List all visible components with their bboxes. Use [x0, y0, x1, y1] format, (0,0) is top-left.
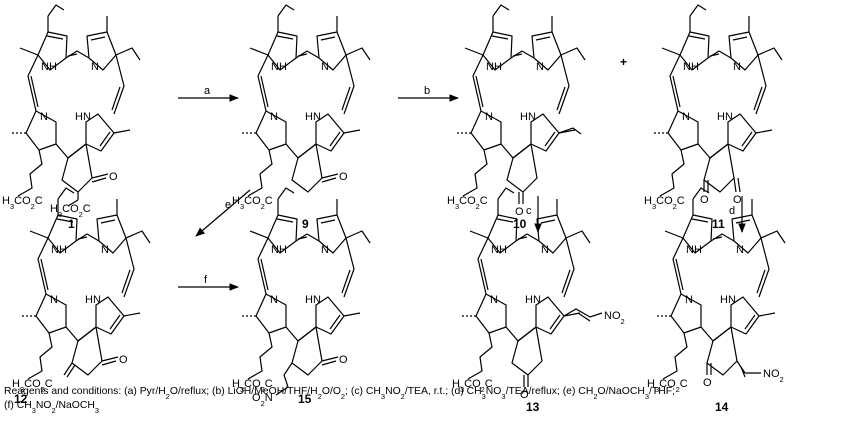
compound-number: 14: [715, 400, 729, 414]
ester-label: H3CO2C: [2, 195, 43, 211]
compound-13: O NO2 H3CO2C 13: [452, 187, 625, 414]
reagent-label-b: b: [424, 85, 430, 97]
ester-label: H3CO2C: [447, 195, 488, 211]
compound-number: 11: [712, 217, 725, 231]
ester-label: H3CO2C: [12, 378, 53, 394]
compound-14: O NO2 H3CO2C 14: [647, 187, 786, 414]
keto-oxygen: O: [700, 194, 709, 206]
compound-10: O H3CO2C 10: [447, 4, 586, 231]
nitro-label: NO2: [763, 368, 784, 384]
compound-number: 1: [68, 217, 75, 231]
compound-number: 9: [302, 217, 309, 231]
compound-12: O H3CO2C 12: [12, 187, 151, 406]
reaction-arrow-e: [195, 189, 251, 237]
ester-label: H3CO2C: [232, 195, 273, 211]
keto-oxygen: O: [515, 206, 524, 218]
compound-11: O O H3CO2C 11: [644, 4, 783, 231]
keto-oxygen: O: [703, 377, 712, 389]
compound-9: O H3CO2C 9: [232, 4, 371, 231]
ester-label: H3CO2C: [647, 378, 688, 394]
reagent-label-e: e: [225, 199, 231, 211]
compound-1: O H3CO2C H3CO2C 1: [2, 4, 141, 231]
plus-sign: +: [620, 55, 627, 69]
compound-number: 12: [14, 392, 28, 406]
ester-label: H3CO2C: [644, 195, 685, 211]
nitro-label: NO2: [604, 310, 625, 326]
reagent-label-f: f: [204, 274, 208, 286]
keto-oxygen: O: [520, 389, 529, 401]
caption-line-1: Reagents and conditions: (a) Pyr/H2O/ref…: [4, 386, 675, 401]
ester-label: H3CO2C: [232, 378, 273, 394]
caption-line-2: (f) CH3NO2/NaOCH3: [4, 400, 99, 415]
ester2-label: H3CO2C: [50, 203, 91, 219]
keto-oxygen: O: [733, 194, 742, 206]
reagent-label-c: c: [526, 205, 532, 217]
reagent-label-a: a: [204, 85, 211, 97]
keto-oxygen: O: [119, 354, 128, 366]
compound-15: O H3CO2C O2N 15: [232, 187, 371, 408]
keto-oxygen: O: [109, 171, 118, 183]
nitro-label: O2N: [252, 392, 273, 408]
keto-oxygen: O: [339, 171, 348, 183]
reagent-label-d: d: [729, 205, 735, 217]
compound-number: 13: [526, 400, 540, 414]
ester-label: H3CO2C: [452, 378, 493, 394]
keto-oxygen: O: [339, 354, 348, 366]
compound-number: 15: [298, 392, 312, 406]
